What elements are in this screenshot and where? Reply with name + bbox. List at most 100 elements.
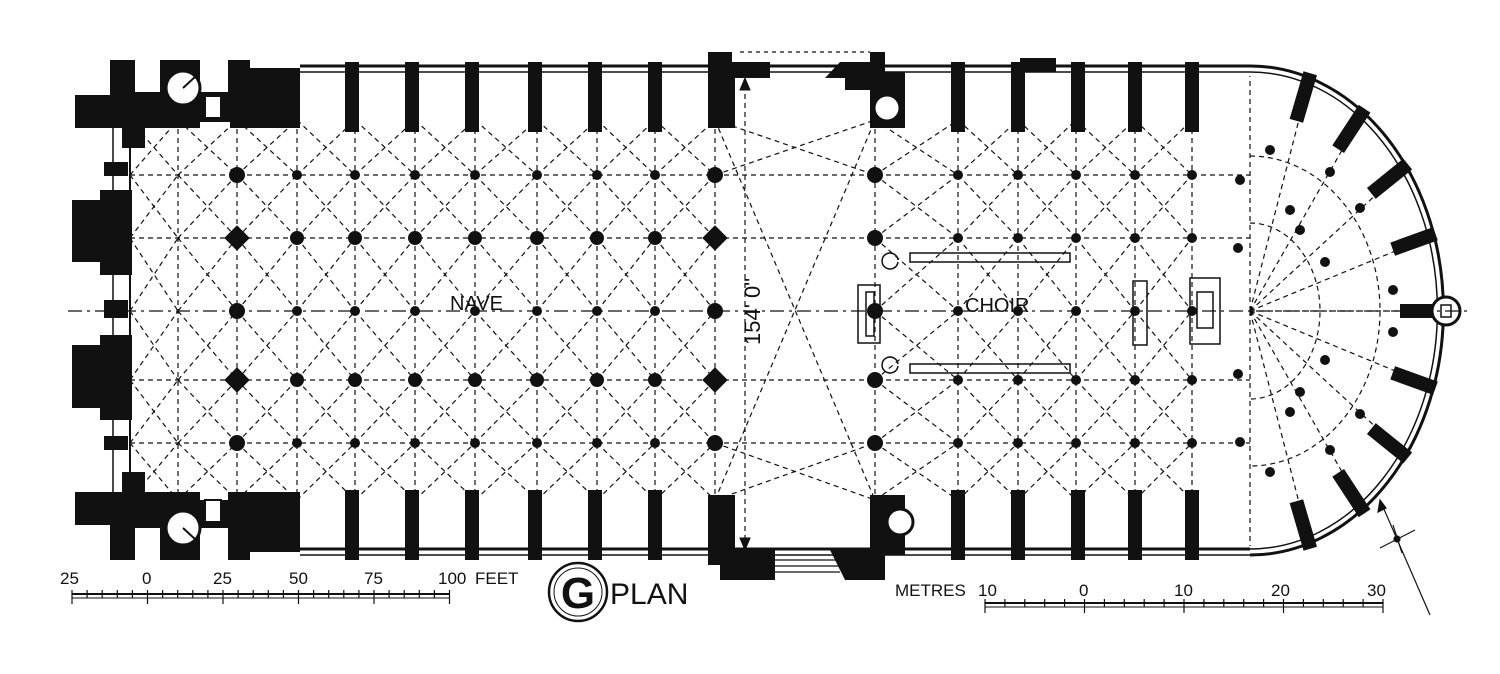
plan-title-text: PLAN xyxy=(610,578,688,611)
vault-diagonal xyxy=(1017,237,1077,312)
buttress-north xyxy=(528,62,542,132)
pier xyxy=(410,306,420,316)
pier xyxy=(229,167,245,183)
pier xyxy=(590,231,604,245)
pier xyxy=(292,438,302,448)
transept-walls xyxy=(708,52,1056,580)
ambulatory-rib xyxy=(1249,155,1381,467)
vault-diagonal xyxy=(236,119,298,176)
vault-diagonal xyxy=(354,442,416,501)
apse-buttress xyxy=(1366,158,1413,199)
apse-buttress xyxy=(1332,468,1371,518)
buttress-north xyxy=(345,62,359,132)
vault-diagonal xyxy=(957,174,1019,239)
pier-cluster xyxy=(702,367,728,393)
vault-diagonal xyxy=(714,119,876,176)
vault-diagonal xyxy=(474,310,538,381)
pier xyxy=(953,233,963,243)
metres-unit-label: METRES xyxy=(895,581,966,600)
plan-title: G PLAN xyxy=(547,561,688,623)
buttress-south xyxy=(951,490,965,560)
pier xyxy=(650,170,660,180)
vault-diagonal xyxy=(874,379,959,444)
vault-diagonal xyxy=(474,379,538,444)
vault-diagonal xyxy=(1017,442,1077,501)
pier xyxy=(1187,375,1197,385)
vault-diagonal xyxy=(1075,310,1136,381)
vault-diagonal xyxy=(536,379,598,444)
choir-label: CHOIR xyxy=(965,295,1029,317)
crossing-pier xyxy=(867,230,883,246)
buttress-north xyxy=(951,62,965,132)
scale-bar-metres xyxy=(984,599,1384,613)
stair-turret-south xyxy=(164,499,222,547)
feet-tick-label: 50 xyxy=(289,569,308,588)
pier xyxy=(1071,438,1081,448)
vault-diagonal xyxy=(957,237,1019,312)
pier xyxy=(1130,438,1140,448)
vault-diagonal xyxy=(296,310,356,381)
vault-diagonal xyxy=(1075,442,1136,501)
vault-diagonal xyxy=(654,174,716,239)
apse-buttress xyxy=(1289,499,1317,551)
pier xyxy=(1130,170,1140,180)
vault-diagonal xyxy=(1134,310,1193,381)
apse-radial-rib xyxy=(1249,237,1427,312)
vault-diagonal xyxy=(596,237,656,312)
pier xyxy=(953,375,963,385)
apse-radial-rib xyxy=(1249,310,1360,502)
vault-diagonal xyxy=(177,442,238,501)
pier xyxy=(468,373,482,387)
metres-tick-label: 0 xyxy=(1079,581,1088,600)
vault-diagonal xyxy=(414,379,476,444)
vault-diagonal xyxy=(474,174,538,239)
pier xyxy=(290,373,304,387)
pier xyxy=(470,170,480,180)
west-front xyxy=(72,60,300,560)
vault-diagonal xyxy=(1134,237,1193,312)
feet-tick-label: 25 xyxy=(60,569,79,588)
apse-pier xyxy=(1235,175,1245,185)
pier xyxy=(1071,170,1081,180)
metres-tick-label: 30 xyxy=(1367,581,1386,600)
pier xyxy=(1071,233,1081,243)
pier xyxy=(1130,233,1140,243)
vault-diagonal xyxy=(654,310,716,381)
apse-pier xyxy=(1355,409,1365,419)
crossing-pier xyxy=(867,435,883,451)
vault-diagonal xyxy=(414,442,476,501)
pier xyxy=(953,438,963,448)
vault-diagonal xyxy=(129,379,179,444)
vault-diagonal xyxy=(957,174,1019,239)
vault-diagonal xyxy=(236,237,298,312)
buttress-south xyxy=(1011,490,1025,560)
pier xyxy=(1071,375,1081,385)
pier xyxy=(707,435,723,451)
vault-diagonal xyxy=(874,442,959,501)
width-dimension-line xyxy=(739,76,751,552)
choir-stalls xyxy=(857,252,1221,374)
apse-radial-rib xyxy=(1249,120,1360,312)
vault-diagonal xyxy=(874,237,959,312)
vault-diagonal xyxy=(354,174,416,239)
feet-tick-label: 0 xyxy=(142,569,151,588)
pier xyxy=(953,306,963,316)
apse-pier xyxy=(1355,203,1365,213)
buttress-north xyxy=(1128,62,1142,132)
plan-letter: G xyxy=(561,569,595,618)
vault-diagonal xyxy=(874,174,959,239)
buttress-south xyxy=(1071,490,1085,560)
apse-buttress xyxy=(1390,366,1438,395)
width-dimension-label: 154' 0" xyxy=(740,278,765,345)
pier xyxy=(348,231,362,245)
vault-diagonal xyxy=(957,379,1019,444)
scale-bar-feet xyxy=(71,590,451,604)
vault-diagonal xyxy=(1017,310,1077,381)
apse-pier xyxy=(1265,145,1275,155)
vault-diagonal xyxy=(1134,119,1193,176)
vault-diagonal xyxy=(874,379,959,444)
vault-diagonal xyxy=(957,310,1019,381)
pier xyxy=(348,373,362,387)
pier xyxy=(468,231,482,245)
